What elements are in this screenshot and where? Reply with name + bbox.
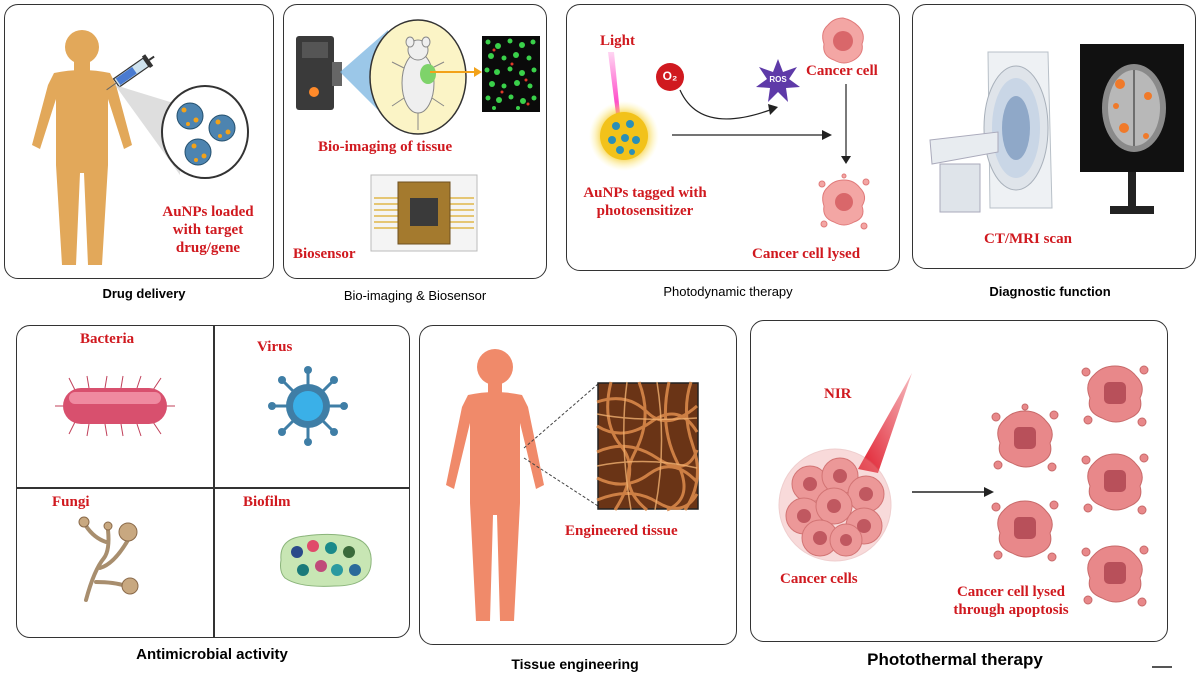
light-beam-icon (608, 52, 620, 114)
lysed-cell-5-icon (1081, 545, 1149, 607)
corner-mark (1152, 666, 1172, 668)
nanoparticle-magnified-icon (161, 85, 249, 179)
photodynamic-arrow-icon (672, 130, 832, 140)
apoptosis-label-line-1: Cancer cell lysed (956, 584, 1066, 600)
bacteria-icon (55, 375, 175, 437)
antimicrobial-divider-vertical (213, 326, 215, 637)
imaging-device-icon (296, 36, 342, 110)
engineered-tissue-scaffold-icon (596, 381, 699, 512)
zoom-cone-icon (115, 85, 180, 175)
nir-label: NIR (824, 386, 852, 402)
aunps-tagged-label: AuNPs tagged with photosensitizer (570, 184, 720, 220)
ct-mri-scan-label: CT/MRI scan (984, 231, 1072, 247)
biosensor-label: Biosensor (293, 246, 356, 262)
bacteria-label: Bacteria (80, 331, 135, 347)
photodynamic-caption: Photodynamic therapy (663, 284, 793, 299)
biofilm-label: Biofilm (243, 494, 291, 510)
cancer-cell-icon (822, 17, 864, 64)
bioimaging-label: Bio-imaging of tissue (318, 139, 453, 155)
bioimaging-caption: Bio-imaging & Biosensor (343, 288, 487, 303)
aunps-tagged-line-1: AuNPs tagged with (583, 185, 707, 201)
engineered-tissue-label: Engineered tissue (565, 523, 678, 539)
biosensor-chip-icon (370, 174, 478, 252)
drug-delivery-label: AuNPs loaded with target drug/gene (148, 203, 268, 257)
mri-monitor-icon (1080, 44, 1184, 214)
nir-beam-icon (858, 373, 912, 473)
lysed-cell-1-icon (991, 403, 1059, 472)
photothermal-caption: Photothermal therapy (867, 650, 1043, 669)
drug-delivery-caption: Drug delivery (102, 286, 186, 301)
antimicrobial-caption: Antimicrobial activity (136, 646, 288, 663)
oxygen-label: O₂ (662, 69, 678, 83)
human-figure-icon (446, 349, 544, 621)
tissue-caption: Tissue engineering (511, 656, 639, 672)
aunp-photosensitizer-icon (589, 101, 659, 171)
fungi-icon (78, 516, 139, 602)
aunps-tagged-line-2: photosensitizer (596, 203, 694, 219)
ros-burst-icon (756, 59, 800, 102)
antimicrobial-divider-horizontal (17, 487, 409, 489)
drug-delivery-label-line-2: with target (172, 222, 244, 238)
drug-delivery-label-line-1: AuNPs loaded (162, 204, 254, 220)
mouse-specimen-icon (369, 19, 467, 135)
ros-curved-arrow-icon (679, 89, 778, 120)
apoptosis-label-line-2: through apoptosis (953, 602, 1069, 618)
fluorescence-image-icon (482, 36, 540, 112)
virus-label: Virus (257, 339, 293, 355)
fungi-label: Fungi (52, 494, 90, 510)
virus-icon (268, 366, 348, 446)
mri-scanner-icon (929, 51, 1053, 213)
imaging-arrow-icon (430, 67, 482, 77)
diagnostic-caption: Diagnostic function (989, 284, 1111, 299)
syringe-icon (106, 54, 155, 91)
human-silhouette-icon (32, 30, 132, 265)
apoptosis-label: Cancer cell lysed through apoptosis (936, 583, 1086, 619)
lysed-cell-3-icon (1081, 365, 1149, 427)
lysis-arrow-icon (841, 84, 851, 164)
biofilm-icon (280, 533, 372, 587)
cancer-cells-label: Cancer cells (780, 571, 858, 587)
light-label: Light (600, 33, 636, 49)
drug-delivery-label-line-3: drug/gene (175, 240, 241, 256)
lysed-cell-icon (818, 173, 870, 230)
cancer-cell-lysed-label: Cancer cell lysed (752, 246, 861, 262)
zoom-lines-icon (523, 383, 599, 507)
cancer-cell-label: Cancer cell (806, 63, 878, 79)
lysed-cell-2-icon (991, 500, 1059, 562)
photothermal-arrow-icon (912, 487, 994, 497)
ros-label: ROS (769, 75, 787, 84)
oxygen-molecule-icon (656, 63, 684, 91)
lysed-cell-4-icon (1081, 453, 1149, 515)
tumor-cells-icon (778, 448, 892, 562)
